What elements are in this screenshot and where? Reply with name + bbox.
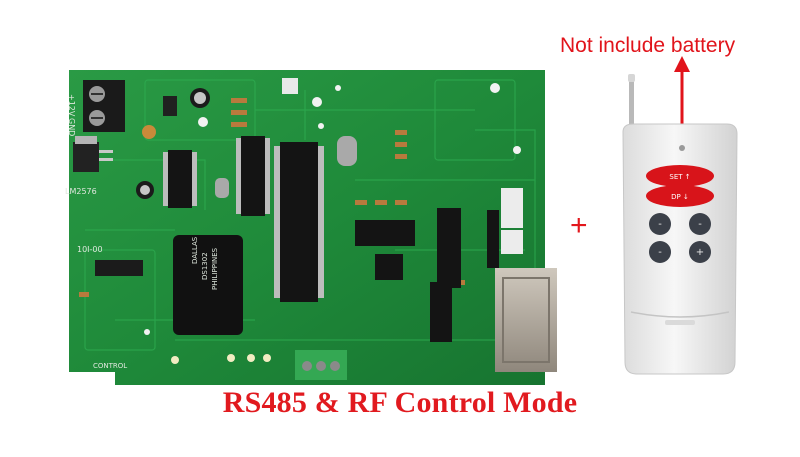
- button-symbol-1: -: [658, 219, 662, 230]
- screw-terminal-green: [295, 350, 347, 380]
- ic-chips: [168, 136, 499, 342]
- controller-board-photo: +12V GND LM2576: [65, 70, 557, 385]
- button-symbol-4: +: [696, 247, 704, 258]
- crystal-small: [215, 178, 229, 198]
- dp-button[interactable]: DP ↓: [646, 185, 714, 207]
- antenna: [629, 78, 634, 130]
- rf-remote-photo: SET ↑ DP ↓ - - - +: [622, 74, 738, 375]
- power-terminal-block: [83, 80, 125, 132]
- capacitors: [136, 88, 210, 199]
- top-jumper: [163, 96, 177, 116]
- microcontroller-chip: [280, 142, 318, 302]
- dp-button-label: DP ↓: [671, 193, 689, 201]
- header-label: 10I-00: [77, 245, 103, 254]
- rj45-inner: [502, 277, 550, 363]
- button-symbol-3: -: [658, 247, 662, 258]
- white-connectors: [501, 188, 523, 254]
- ic-pins: [163, 138, 324, 298]
- control-label: CONTROL: [93, 362, 127, 370]
- crystal: [337, 136, 357, 166]
- plus-sign: +: [570, 209, 588, 242]
- round-buttons[interactable]: [649, 213, 711, 263]
- top-connector: [282, 78, 298, 94]
- pin-header: [95, 260, 143, 276]
- rtc-marking-2: DS1302: [201, 252, 209, 280]
- annotation-arrow: [674, 56, 690, 134]
- rtc-marking-3: PHILIPPINES: [211, 247, 219, 290]
- battery-cover-seam: [630, 311, 730, 318]
- set-button-label: SET ↑: [669, 173, 690, 181]
- rtc-marking-1: DALLAS: [191, 236, 199, 264]
- ground-label: GND: [67, 118, 76, 136]
- battery-note: Not include battery: [560, 34, 736, 57]
- set-button[interactable]: SET ↑: [646, 165, 714, 187]
- button-symbol-2: -: [698, 219, 702, 230]
- caption: RS485 & RF Control Mode: [222, 386, 578, 419]
- status-leds: [171, 354, 271, 364]
- rj45-jack: [495, 268, 557, 372]
- voltage-label: +12V: [67, 94, 76, 117]
- cover-notch: [665, 320, 695, 325]
- rtc-module: DALLAS DS1302 PHILIPPINES: [173, 235, 243, 335]
- voltage-regulator: [73, 136, 113, 172]
- regulator-label: LM2576: [65, 187, 97, 196]
- remote-body: [622, 123, 738, 375]
